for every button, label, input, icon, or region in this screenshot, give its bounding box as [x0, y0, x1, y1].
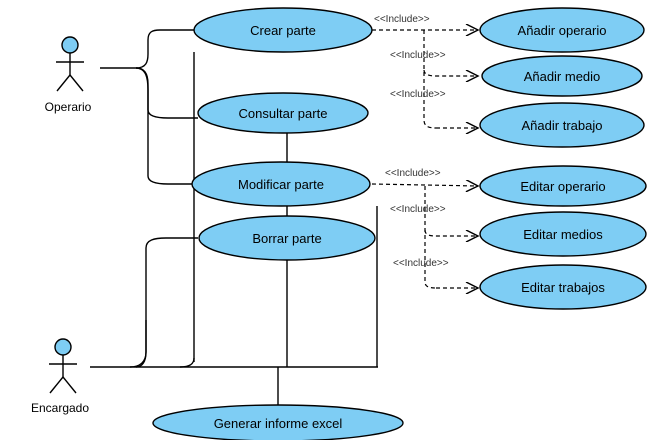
include-modificar-editar-operario [371, 184, 478, 186]
use-case-anadir-operario[interactable]: Añadir operario [479, 7, 645, 53]
include-modificar-editar-medios [424, 229, 478, 236]
actor-label: Operario [45, 100, 92, 114]
use-case-label: Añadir operario [518, 23, 607, 38]
include-labels: <<Include>> <<Include>> <<Include>> <<In… [374, 14, 449, 269]
use-case-crear-parte[interactable]: Crear parte [193, 7, 373, 53]
use-case-label: Modificar parte [238, 177, 324, 192]
use-case-borrar-parte[interactable]: Borrar parte [198, 215, 376, 261]
include-label: <<Include>> [390, 50, 446, 61]
include-label: <<Include>> [390, 89, 446, 100]
use-case-label: Borrar parte [252, 231, 321, 246]
include-crear-trunk [423, 30, 437, 129]
use-case-modificar-parte[interactable]: Modificar parte [191, 161, 371, 207]
use-case-label: Editar operario [520, 179, 605, 194]
assoc-encargado-crear-elbow [179, 357, 195, 368]
use-case-label: Crear parte [250, 23, 316, 38]
include-label: <<Include>> [390, 204, 446, 215]
assoc-encargado-borrar [135, 237, 198, 368]
use-case-label: Añadir trabajo [522, 118, 603, 133]
actor-label: Encargado [31, 401, 89, 415]
use-case-editar-trabajos[interactable]: Editar trabajos [479, 264, 647, 310]
use-case-editar-medios[interactable]: Editar medios [479, 211, 647, 257]
actor-encargado[interactable]: Encargado [31, 338, 89, 415]
include-dependencies [371, 30, 478, 289]
include-label: <<Include>> [393, 258, 449, 269]
use-case-label: Editar trabajos [521, 280, 605, 295]
stick-figure-icon [56, 36, 84, 92]
use-case-label: Consultar parte [239, 106, 328, 121]
use-case-anadir-medio[interactable]: Añadir medio [481, 55, 643, 97]
assoc-operario-modificar [135, 67, 198, 185]
association-lines [90, 29, 378, 408]
include-label: <<Include>> [385, 168, 441, 179]
include-label: <<Include>> [374, 14, 430, 25]
use-case-consultar-parte[interactable]: Consultar parte [197, 92, 369, 134]
include-modificar-trunk [424, 186, 437, 289]
actor-operario[interactable]: Operario [45, 36, 92, 114]
use-case-generar-informe-excel[interactable]: Generar informe excel [152, 404, 404, 440]
stick-figure-icon [49, 338, 77, 394]
use-case-anadir-trabajo[interactable]: Añadir trabajo [479, 102, 645, 148]
assoc-operario-crear [135, 29, 198, 69]
use-case-label: Añadir medio [524, 69, 601, 84]
use-case-editar-operario[interactable]: Editar operario [479, 165, 647, 207]
use-case-label: Editar medios [523, 227, 603, 242]
assoc-encargado-crear [129, 320, 147, 368]
assoc-operario-consultar [135, 67, 198, 119]
include-crear-anadir-medio [423, 69, 478, 76]
use-case-label: Generar informe excel [214, 416, 343, 431]
